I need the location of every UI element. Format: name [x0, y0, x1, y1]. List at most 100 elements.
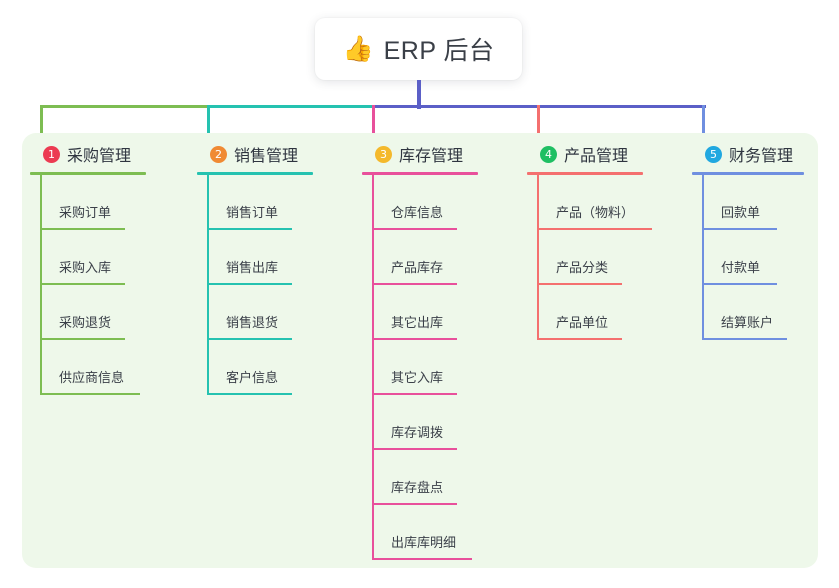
leaf-rule: [702, 338, 787, 340]
leaf-rule: [702, 283, 777, 285]
leaf-label: 采购订单: [59, 205, 112, 220]
column-header-5[interactable]: 5 财务管理: [692, 141, 804, 167]
leaf-node[interactable]: 销售出库: [197, 230, 313, 285]
leaf-node[interactable]: 客户信息: [197, 340, 313, 395]
leaf-rule: [207, 393, 292, 395]
bus-segment-2: [208, 105, 375, 108]
leaf-node[interactable]: 采购订单: [30, 175, 146, 230]
leaf-label: 销售订单: [226, 205, 279, 220]
leaf-rule: [702, 228, 777, 230]
leaf-rule: [372, 448, 457, 450]
drop-line-2: [207, 105, 210, 141]
leaf-rule: [207, 228, 292, 230]
leaf-label: 其它出库: [391, 315, 444, 330]
leaf-label: 采购退货: [59, 315, 112, 330]
leaf-node[interactable]: 销售订单: [197, 175, 313, 230]
leaf-rule: [372, 283, 457, 285]
leaf-node[interactable]: 供应商信息: [30, 340, 146, 395]
leaf-rule: [40, 393, 140, 395]
leaf-label: 出库库明细: [391, 535, 457, 550]
leaf-node[interactable]: 付款单: [692, 230, 804, 285]
leaf-node[interactable]: 仓库信息: [362, 175, 478, 230]
root-title: ERP 后台: [383, 37, 495, 65]
leaf-node[interactable]: 库存调拨: [362, 395, 478, 450]
leaf-label: 付款单: [721, 260, 761, 275]
branch-4: 产品（物料） 产品分类产品单位: [527, 175, 652, 340]
leaf-rule: [372, 393, 457, 395]
column-title: 库存管理: [399, 148, 464, 165]
column-title: 财务管理: [729, 148, 794, 165]
branch-spine: [702, 175, 704, 340]
leaf-label: 产品分类: [556, 260, 609, 275]
leaf-node[interactable]: 产品（物料）: [527, 175, 652, 230]
number-badge-icon: 3: [375, 145, 392, 163]
leaf-rule: [537, 338, 622, 340]
leaf-rule: [40, 338, 125, 340]
leaf-rule: [207, 338, 292, 340]
column-5: 5 财务管理回款单付款单结算账户: [692, 141, 804, 340]
leaf-rule: [40, 228, 125, 230]
column-header-4[interactable]: 4 产品管理: [527, 141, 643, 167]
column-header-rule: [362, 172, 478, 175]
drop-line-5: [702, 105, 705, 141]
branch-5: 回款单付款单结算账户: [692, 175, 804, 340]
number-badge-icon: 4: [540, 145, 557, 163]
leaf-rule: [372, 338, 457, 340]
leaf-label: 产品单位: [556, 315, 609, 330]
leaf-label: 采购入库: [59, 260, 112, 275]
column-3: 3 库存管理仓库信息产品库存其它出库其它入库库存调拨库存盘点出库库明细: [362, 141, 478, 560]
leaf-node[interactable]: 销售退货: [197, 285, 313, 340]
column-header-3[interactable]: 3 库存管理: [362, 141, 478, 167]
leaf-label: 供应商信息: [59, 370, 125, 385]
drop-line-4: [537, 105, 540, 141]
leaf-rule: [537, 283, 622, 285]
leaf-rule: [372, 558, 472, 560]
branch-spine: [40, 175, 42, 395]
leaf-label: 库存盘点: [391, 480, 444, 495]
branch-spine: [372, 175, 374, 560]
column-title: 采购管理: [67, 148, 132, 165]
leaf-label: 结算账户: [721, 315, 774, 330]
column-4: 4 产品管理产品（物料） 产品分类产品单位: [527, 141, 652, 340]
drop-line-3: [372, 105, 375, 141]
column-header-1[interactable]: 1 采购管理: [30, 141, 146, 167]
root-node[interactable]: 👍 ERP 后台: [315, 18, 522, 80]
column-header-rule: [527, 172, 643, 175]
leaf-node[interactable]: 产品单位: [527, 285, 643, 340]
leaf-rule: [372, 503, 457, 505]
leaf-node[interactable]: 其它出库: [362, 285, 478, 340]
leaf-node[interactable]: 库存盘点: [362, 450, 478, 505]
leaf-node[interactable]: 产品库存: [362, 230, 478, 285]
leaf-node[interactable]: 产品分类: [527, 230, 643, 285]
leaf-rule: [207, 283, 292, 285]
leaf-node[interactable]: 出库库明细: [362, 505, 478, 560]
leaf-rule: [40, 283, 125, 285]
bus-segment-1: [41, 105, 210, 108]
leaf-node[interactable]: 采购入库: [30, 230, 146, 285]
column-header-rule: [197, 172, 313, 175]
branch-spine: [537, 175, 539, 340]
column-1: 1 采购管理采购订单采购入库采购退货供应商信息: [30, 141, 146, 395]
leaf-label: 其它入库: [391, 370, 444, 385]
number-badge-icon: 5: [705, 145, 722, 163]
leaf-node[interactable]: 其它入库: [362, 340, 478, 395]
leaf-label: 回款单: [721, 205, 761, 220]
branch-1: 采购订单采购入库采购退货供应商信息: [30, 175, 146, 395]
leaf-label: 产品（物料）: [556, 205, 635, 220]
leaf-label: 销售出库: [226, 260, 279, 275]
leaf-rule: [537, 228, 652, 230]
branch-2: 销售订单销售出库销售退货客户信息: [197, 175, 313, 395]
leaf-node[interactable]: 结算账户: [692, 285, 804, 340]
leaf-node[interactable]: 采购退货: [30, 285, 146, 340]
number-badge-icon: 1: [43, 145, 60, 163]
number-badge-icon: 2: [210, 145, 227, 163]
leaf-node[interactable]: 回款单: [692, 175, 804, 230]
root-trunk-line: [417, 80, 421, 109]
drop-line-1: [40, 105, 43, 141]
thumbs-up-icon: 👍: [342, 34, 374, 63]
leaf-label: 销售退货: [226, 315, 279, 330]
column-title: 产品管理: [564, 148, 629, 165]
